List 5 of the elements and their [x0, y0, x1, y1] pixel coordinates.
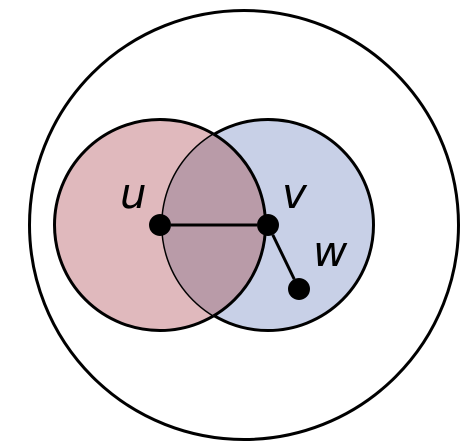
vertex-label: v — [282, 173, 307, 215]
vertex-label: u — [120, 173, 147, 215]
edge-line — [271, 234, 296, 280]
edge-line — [171, 224, 257, 226]
vertex-label: w — [313, 231, 348, 273]
